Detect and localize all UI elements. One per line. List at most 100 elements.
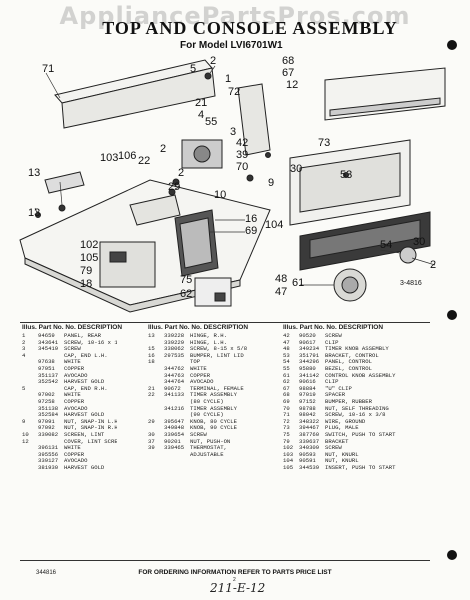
callout-label: 54 bbox=[380, 239, 392, 251]
part-number: 90591 bbox=[299, 457, 316, 465]
illus-number: 61 bbox=[283, 371, 290, 379]
callout-label: 4 bbox=[198, 109, 204, 121]
part-number: 349848 bbox=[164, 424, 185, 432]
part-description: WIRE, GROUND bbox=[325, 418, 366, 425]
part-description: SWITCH, PUSH TO START bbox=[325, 431, 396, 438]
illus-number bbox=[22, 373, 38, 380]
part-number: 352584 bbox=[38, 411, 59, 419]
illus-number: 29 bbox=[148, 417, 155, 425]
table-header: Illus. Part No. No. DESCRIPTION bbox=[22, 324, 123, 331]
part-number: 95880 bbox=[299, 364, 316, 372]
callout-label: 55 bbox=[205, 116, 217, 128]
part-description: COPPER bbox=[190, 372, 211, 379]
callout-label: 30 bbox=[413, 236, 425, 248]
part-number: 90593 bbox=[299, 450, 316, 458]
part-number: 341133 bbox=[164, 391, 185, 399]
callout-label: 39 bbox=[236, 149, 248, 161]
part-description: (80 CYCLE) bbox=[190, 398, 224, 405]
part-number: 339228 bbox=[164, 332, 185, 339]
illus-number: 79 bbox=[283, 437, 290, 445]
illus-number: 15 bbox=[148, 345, 155, 353]
illus-number: 69 bbox=[283, 397, 290, 405]
part-description: THERMOSTAT, bbox=[190, 445, 227, 452]
illus-number: 72 bbox=[283, 417, 290, 425]
illus-number: 103 bbox=[283, 450, 294, 458]
page-title: TOP AND CONSOLE ASSEMBLY bbox=[102, 18, 398, 38]
illus-number: 39 bbox=[148, 444, 155, 452]
part-description: SCREEN, LINT bbox=[64, 431, 105, 438]
illus-number: 22 bbox=[148, 391, 155, 399]
part-number: 395556 bbox=[38, 450, 59, 458]
binder-hole bbox=[447, 310, 457, 320]
part-description: PANEL, CONTROL bbox=[325, 359, 372, 366]
callout-label: 48 bbox=[275, 273, 287, 285]
callout-label: 22 bbox=[138, 155, 150, 167]
illus-number: 104 bbox=[283, 457, 294, 465]
illus-number bbox=[22, 406, 38, 413]
callout-label: 71 bbox=[42, 63, 54, 75]
part-description: BRACKET, CONTROL bbox=[325, 352, 379, 359]
table-row: ADJUSTABLE bbox=[148, 452, 268, 459]
table-row: 103 90593 NUT, KNURL bbox=[283, 450, 425, 459]
illus-number bbox=[148, 399, 164, 406]
callout-label: 47 bbox=[275, 286, 287, 298]
part-description: KNOB, 90 CYCLE bbox=[190, 425, 237, 432]
illus-number: 68 bbox=[283, 391, 290, 399]
illus-number: 54 bbox=[283, 358, 290, 366]
illus-number: 71 bbox=[283, 411, 290, 419]
binder-holes bbox=[447, 40, 457, 560]
illus-number: 47 bbox=[283, 338, 290, 346]
part-description: COPPER bbox=[64, 398, 85, 405]
part-number: 349234 bbox=[299, 345, 320, 353]
callout-label: 10 bbox=[214, 189, 226, 201]
part-number: 94659 bbox=[38, 332, 55, 339]
part-number: 344296 bbox=[299, 358, 320, 366]
part-description: CAP, END L.H. bbox=[64, 352, 108, 359]
callout-label: 13 bbox=[28, 167, 40, 179]
part-description: PANEL, REAR bbox=[64, 333, 101, 339]
table-row: 54 344296 PANEL, CONTROL bbox=[283, 359, 425, 366]
part-number: 344539 bbox=[299, 463, 320, 471]
illus-number bbox=[22, 445, 38, 452]
part-description: KNOB, 80 CYCLE bbox=[190, 418, 237, 425]
part-description: AVOCADO bbox=[64, 405, 88, 412]
illus-number: 102 bbox=[283, 444, 294, 452]
binder-hole bbox=[447, 40, 457, 50]
illus-number: 1 bbox=[22, 332, 26, 339]
part-description: AVOCADO bbox=[64, 372, 88, 379]
part-number: 97092 bbox=[38, 424, 55, 432]
table-row: 97258 COPPER bbox=[22, 397, 117, 406]
part-description: WHITE bbox=[64, 359, 81, 366]
part-number: 97258 bbox=[38, 397, 55, 405]
part-description: WHITE bbox=[64, 392, 81, 399]
illus-number: 30 bbox=[148, 430, 155, 438]
table-top-rule bbox=[20, 322, 430, 323]
illus-number: 62 bbox=[283, 378, 290, 386]
illus-number: 21 bbox=[148, 384, 155, 392]
part-description: NUT, KNURL bbox=[325, 451, 359, 458]
illus-number bbox=[22, 452, 38, 459]
callout-label: 103 bbox=[100, 152, 118, 164]
illus-number: 4 bbox=[22, 351, 26, 359]
part-description: BEZEL, CONTROL bbox=[325, 365, 372, 372]
part-description: SCREW bbox=[325, 333, 342, 339]
callout-label: 68 bbox=[282, 55, 294, 67]
table-row: (80 CYCLE) bbox=[148, 399, 268, 406]
callout-label: 2 bbox=[160, 143, 166, 155]
illus-number: 10 bbox=[22, 430, 29, 438]
callout-label: 79 bbox=[80, 265, 92, 277]
part-number: 90201 bbox=[164, 437, 181, 445]
part-description: TERMINAL, FEMALE bbox=[190, 385, 244, 392]
